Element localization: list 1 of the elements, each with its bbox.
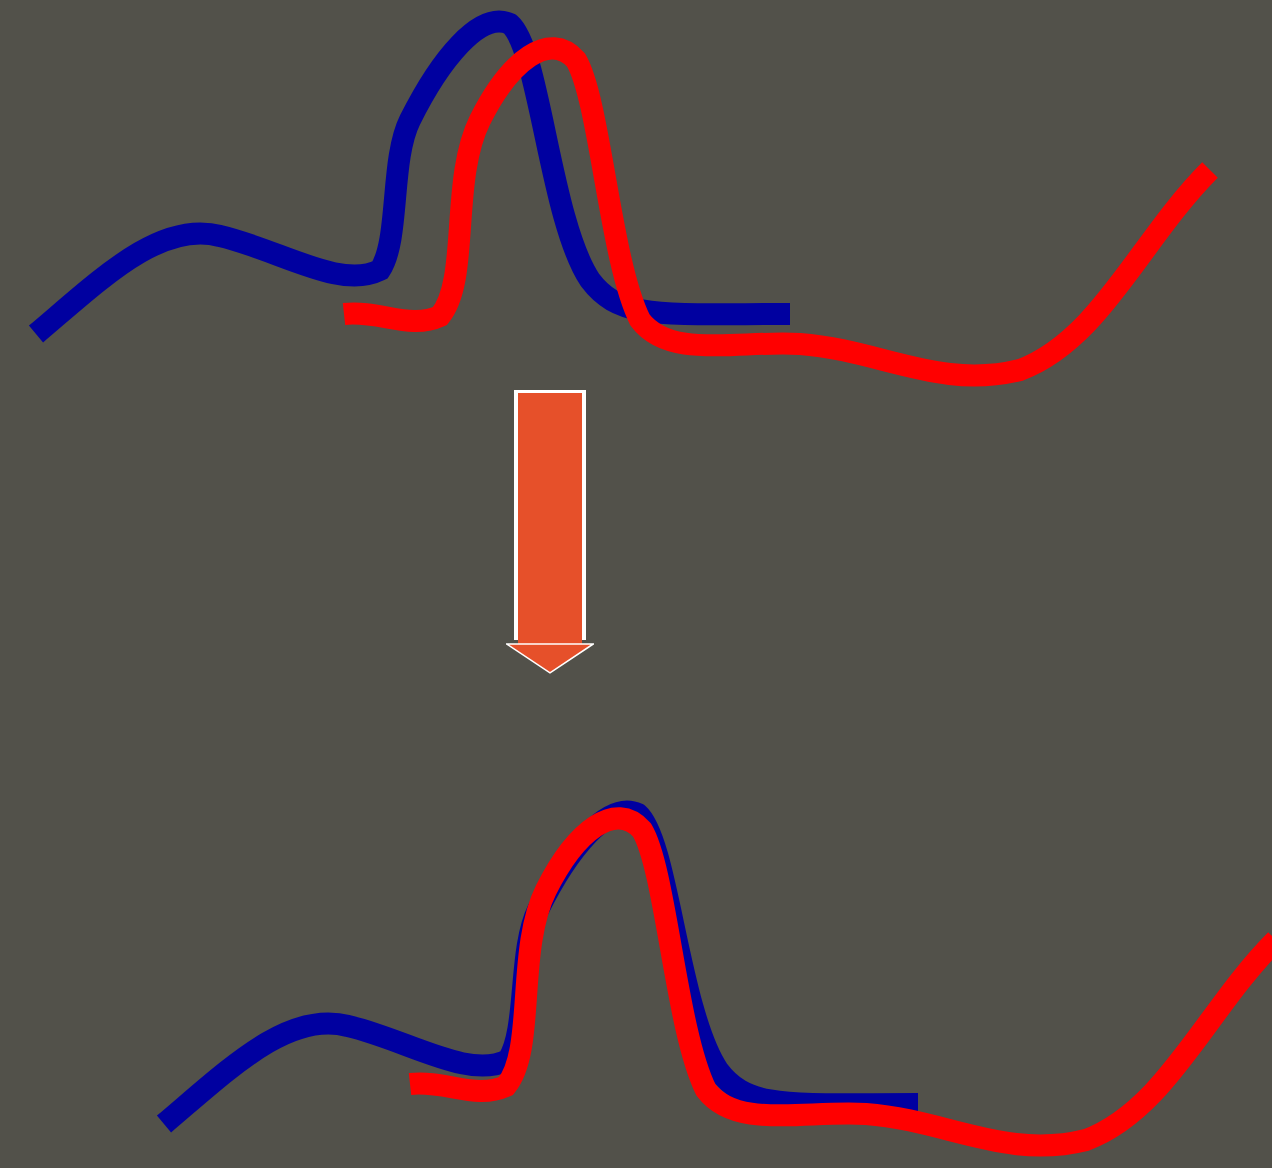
arrow xyxy=(506,390,594,674)
